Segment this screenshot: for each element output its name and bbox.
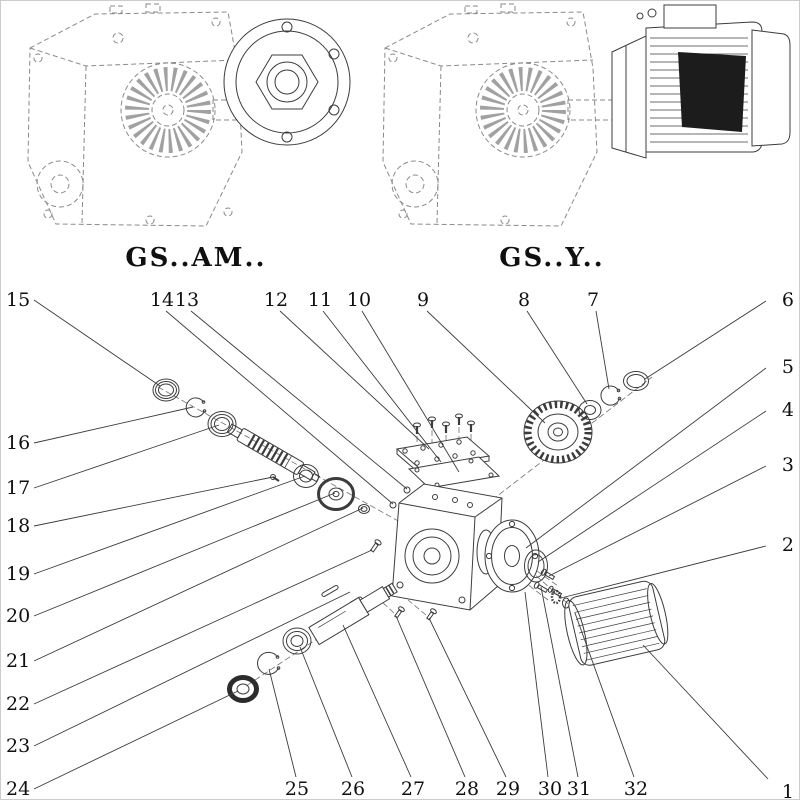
- part-number-16: 16: [6, 432, 30, 454]
- leader-line-18: [33, 476, 274, 527]
- output-bearing: [282, 627, 312, 655]
- leader-line-29: [428, 617, 507, 778]
- part-number-1: 1: [782, 781, 794, 800]
- leader-line-2: [560, 545, 767, 599]
- part-number-12: 12: [264, 289, 288, 311]
- part-number-29: 29: [496, 778, 520, 800]
- exploded-assembly: [152, 371, 669, 703]
- motor-exploded: [564, 580, 669, 666]
- part-number-17: 17: [6, 477, 30, 499]
- leader-line-16: [33, 406, 194, 444]
- leader-line-27: [342, 624, 412, 778]
- variant-label-gs-y: GS..Y..: [499, 243, 604, 273]
- output-flange-disc: [223, 18, 351, 146]
- leader-line-3: [548, 465, 767, 577]
- part-number-13: 13: [175, 289, 199, 311]
- part-number-27: 27: [401, 778, 425, 800]
- flange-bolt-1: [540, 568, 556, 581]
- part-number-14: 14: [150, 289, 174, 311]
- housing-bolt-small: [369, 539, 382, 553]
- helical-gear: [523, 400, 593, 464]
- part-number-2: 2: [782, 534, 794, 556]
- leader-line-30: [524, 591, 549, 778]
- shim-ring: [623, 371, 649, 391]
- leader-line-5: [525, 367, 767, 549]
- leader-line-26: [299, 646, 353, 778]
- gear-washer: [578, 400, 602, 420]
- set-pin: [270, 474, 280, 482]
- input-bearing-front: [207, 411, 237, 437]
- leader-line-32: [574, 612, 635, 778]
- part-number-31: 31: [567, 778, 591, 800]
- leader-line-10: [361, 310, 460, 473]
- housing-bolt-b: [426, 608, 437, 621]
- part-number-8: 8: [518, 289, 530, 311]
- leader-line-11: [322, 310, 442, 463]
- cover-gasket: [407, 456, 501, 489]
- housing-cover-plate: [395, 436, 491, 474]
- leader-line-24: [33, 690, 239, 790]
- part-number-28: 28: [455, 778, 479, 800]
- motor-flange-cover: [484, 519, 540, 593]
- motor-body-shading: [678, 52, 746, 132]
- retaining-ring-output: [257, 651, 281, 675]
- leader-line-8: [526, 310, 588, 405]
- part-number-7: 7: [587, 289, 599, 311]
- part-number-21: 21: [6, 650, 30, 672]
- part-number-9: 9: [417, 289, 429, 311]
- part-number-11: 11: [308, 289, 332, 311]
- part-number-20: 20: [6, 605, 30, 627]
- flange-gasket-ring: [524, 549, 548, 583]
- leader-line-31: [540, 586, 579, 778]
- part-number-25: 25: [285, 778, 309, 800]
- leader-line-4: [537, 410, 767, 563]
- leader-line-9: [426, 310, 546, 424]
- part-number-26: 26: [341, 778, 365, 800]
- part-number-10: 10: [347, 289, 371, 311]
- part-number-24: 24: [6, 778, 30, 800]
- leader-line-28: [395, 615, 466, 778]
- leader-line-22: [33, 549, 373, 705]
- output-washer: [227, 675, 259, 703]
- gear-housing-body: [389, 483, 503, 611]
- leader-line-14: [165, 310, 394, 505]
- leader-line-21: [33, 507, 364, 662]
- worm-gear-disc: [317, 477, 355, 511]
- leader-line-19: [33, 475, 306, 575]
- electric-motor-drawing: [611, 4, 791, 159]
- leader-line-1: [642, 644, 769, 780]
- leader-line-25: [268, 668, 297, 778]
- part-number-19: 19: [6, 563, 30, 585]
- leader-line-6: [644, 300, 767, 380]
- gearbox-drawing-gs-y: GS..Y..: [382, 3, 791, 273]
- leader-line-12: [279, 310, 430, 450]
- part-number-23: 23: [6, 735, 30, 757]
- variant-label-gs-am: GS..AM..: [125, 243, 266, 273]
- input-bearing-rear: [293, 464, 319, 488]
- output-shaft: [308, 582, 398, 646]
- part-number-4: 4: [782, 399, 794, 421]
- leader-line-20: [33, 492, 336, 617]
- part-number-22: 22: [6, 693, 30, 715]
- shaft-key: [321, 585, 339, 597]
- part-number-5: 5: [782, 356, 794, 378]
- part-number-30: 30: [538, 778, 562, 800]
- part-number-3: 3: [782, 454, 794, 476]
- leader-line-13: [190, 310, 408, 490]
- oil-seal: [152, 378, 180, 402]
- part-number-15: 15: [6, 289, 30, 311]
- leader-line-23: [33, 591, 351, 747]
- part-number-32: 32: [624, 778, 648, 800]
- leader-line-15: [33, 299, 161, 387]
- gearbox-drawing-gs-am: GS..AM..: [27, 3, 351, 273]
- leader-line-7: [595, 310, 610, 390]
- part-number-18: 18: [6, 515, 30, 537]
- part-number-6: 6: [782, 289, 794, 311]
- leader-line-17: [33, 424, 220, 489]
- retaining-ring-gear: [600, 385, 622, 406]
